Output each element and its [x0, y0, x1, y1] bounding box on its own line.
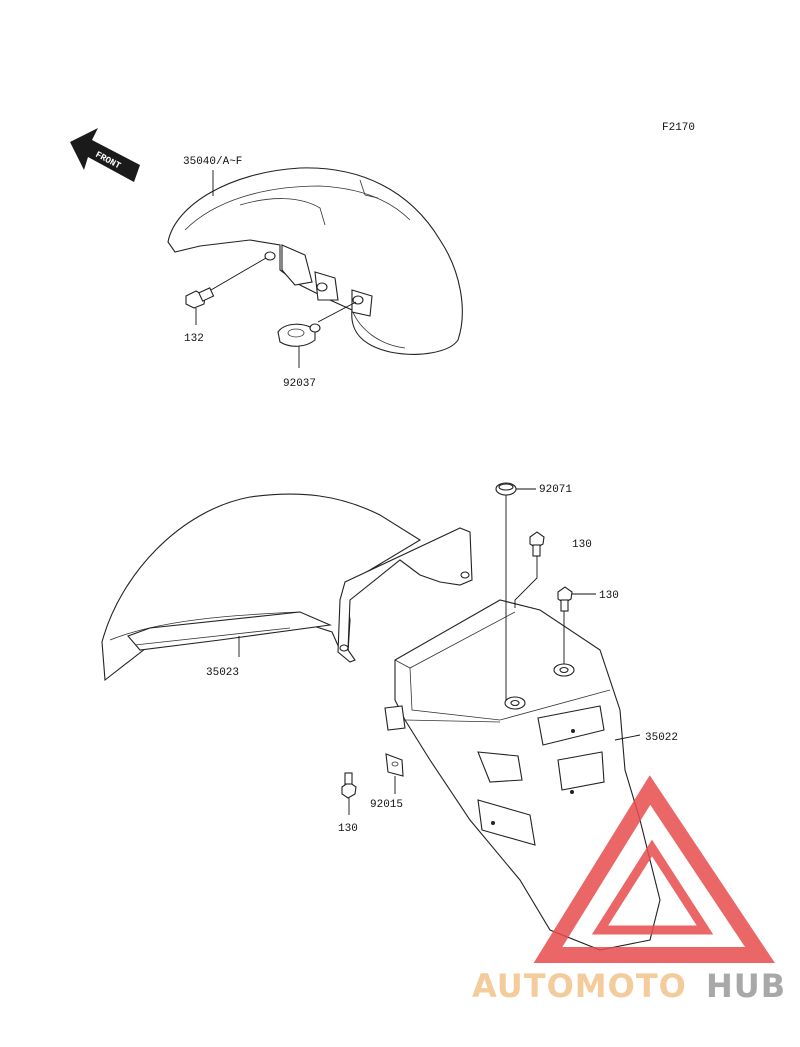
rear-fender-front — [101, 493, 473, 682]
nut-clip-92015-icon — [385, 753, 404, 777]
watermark-text-primary: AUTOMOTO — [472, 967, 687, 1005]
diagram-code: F2170 — [662, 122, 695, 134]
label-rear-fender-front: 35023 — [206, 667, 239, 679]
bolt-132-icon — [185, 287, 215, 309]
label-rear-fender-rear: 35022 — [645, 732, 678, 744]
label-cap: 92071 — [539, 484, 572, 496]
rear-fender-rear — [384, 599, 661, 951]
label-front-clip: 92037 — [283, 378, 316, 390]
front-direction-arrow-icon: FRONT — [70, 128, 140, 182]
bolt-130-mid-icon — [557, 586, 573, 612]
label-bolt-upper: 130 — [572, 539, 592, 551]
clip-92037-icon — [277, 323, 321, 347]
label-nut-clip: 92015 — [370, 799, 403, 811]
label-front-bolt: 132 — [184, 333, 204, 345]
leader-line — [317, 301, 357, 323]
label-front-fender: 35040/A~F — [183, 156, 242, 168]
front-fender — [167, 167, 463, 355]
label-bolt-lower: 130 — [338, 823, 358, 835]
watermark-logo: AUTOMOTO HUB — [472, 775, 786, 1005]
label-bolt-mid: 130 — [599, 590, 619, 602]
leader-line — [210, 257, 267, 291]
leader-line — [614, 734, 641, 741]
leader-line — [514, 556, 538, 608]
cap-92071-icon — [495, 482, 517, 496]
bolt-130-upper-icon — [529, 531, 545, 557]
bolt-130-lower-icon — [341, 772, 357, 799]
watermark-text-secondary: HUB — [706, 967, 786, 1005]
